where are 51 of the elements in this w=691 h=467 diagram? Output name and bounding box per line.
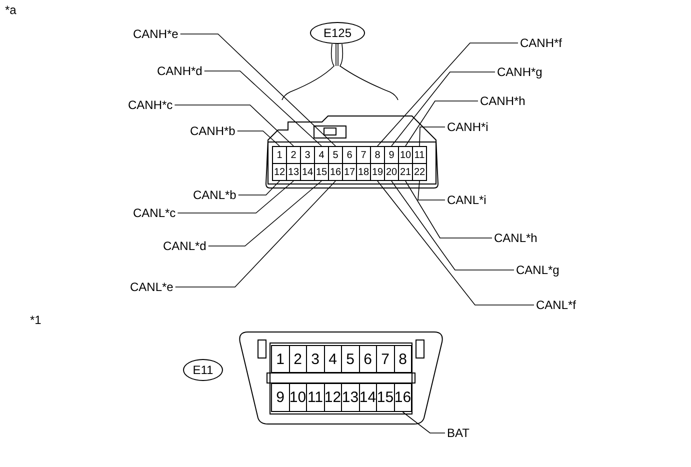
leader-line: [391, 72, 496, 146]
signal-label: CANL*c: [133, 206, 176, 220]
signal-label: CANH*i: [447, 120, 488, 134]
leader-line: [418, 180, 446, 200]
signal-label: CANL*g: [516, 263, 560, 277]
pin-cell: 15: [376, 383, 394, 412]
leader-line: [405, 100, 478, 146]
leader-line: [177, 180, 294, 214]
pin-cell: 13: [341, 383, 360, 412]
signal-label: CANH*c: [128, 98, 173, 112]
figure-tag: *a: [5, 3, 16, 17]
leader-line: [174, 104, 294, 146]
pin-cell: 16: [394, 383, 412, 412]
pin-cell: 7: [376, 345, 394, 373]
pin-cell: 22: [412, 163, 427, 181]
pin-cell: 11: [412, 146, 427, 164]
signal-label: CANL*e: [130, 280, 174, 294]
pin-cell: 9: [271, 383, 290, 412]
leader-line: [238, 180, 280, 196]
signal-label: CANL*d: [163, 239, 206, 253]
pin-cell: 12: [272, 163, 287, 181]
signal-label: CANL*b: [193, 188, 236, 202]
signal-label: CANL*i: [447, 193, 486, 207]
figure-tag: *1: [30, 313, 42, 327]
signal-label: CANL*h: [494, 231, 538, 245]
connector-code-oval: E11: [183, 359, 223, 381]
leader-line: [174, 180, 336, 288]
leader-line: [405, 180, 492, 238]
leader-line: [391, 180, 514, 270]
pin-cell: 5: [341, 345, 360, 373]
pin-cell: 8: [394, 345, 412, 373]
leader-line: [377, 180, 534, 306]
signal-label: CANH*h: [480, 94, 526, 108]
leader-line: [208, 180, 322, 246]
signal-label: CANL*f: [536, 298, 576, 312]
signal-label: CANH*d: [157, 64, 202, 78]
signal-label: CANH*g: [497, 65, 542, 79]
leader-line: [236, 130, 280, 146]
pin-cell: 3: [306, 345, 324, 373]
connector-code-oval: E125: [310, 22, 365, 44]
leader-line: [377, 42, 518, 146]
pin-cell: 1: [271, 345, 290, 373]
leader-line: [204, 70, 322, 146]
signal-label: CANH*b: [190, 124, 236, 138]
signal-label: BAT: [447, 426, 470, 440]
leader-line: [419, 126, 446, 146]
leader-line: [402, 412, 446, 434]
pin-cell: 11: [306, 383, 324, 412]
signal-label: CANH*e: [133, 27, 178, 41]
leader-line: [180, 34, 336, 146]
signal-label: CANH*f: [520, 36, 562, 50]
